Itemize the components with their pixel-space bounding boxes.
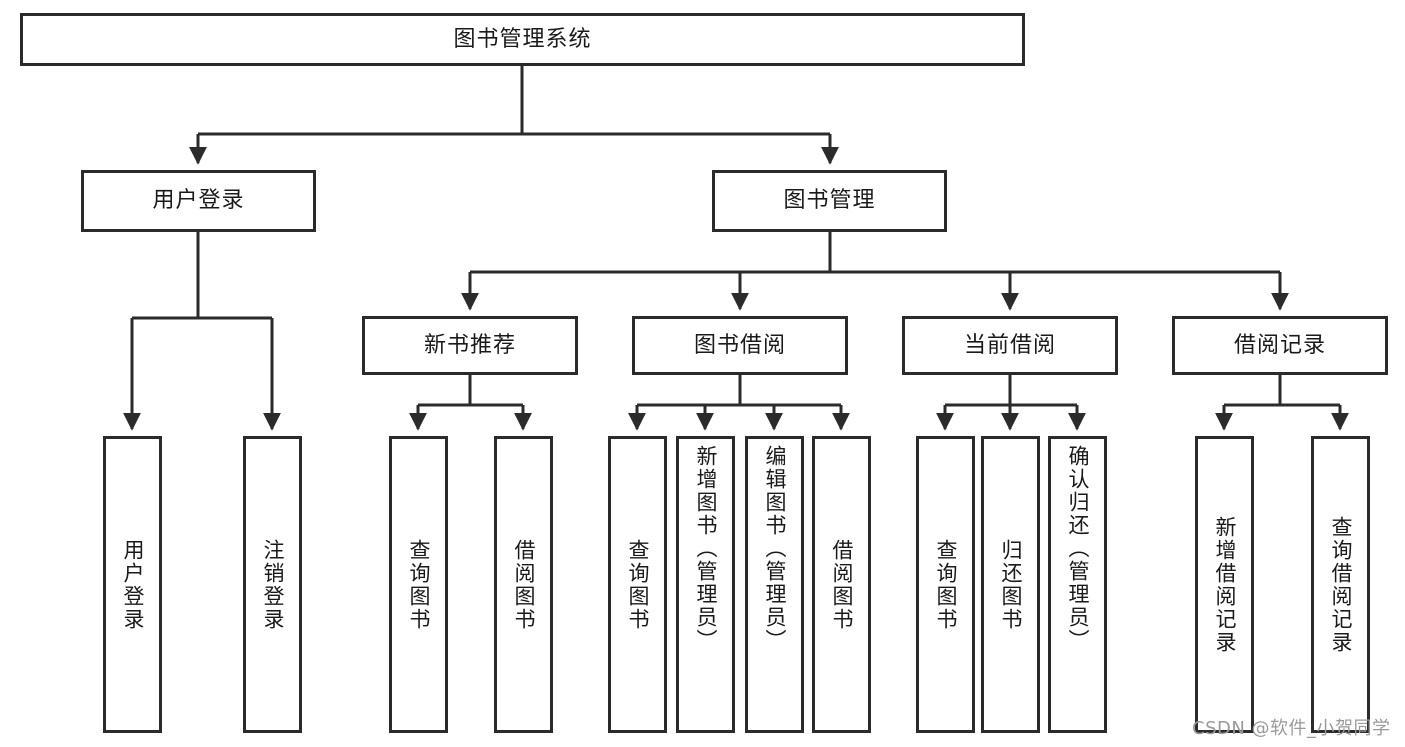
leaf-borrow-book-1[interactable]: 借阅图书 (494, 436, 553, 733)
leaf-user-logout-label: 注销登录 (261, 538, 285, 631)
node-book-manage[interactable]: 图书管理 (712, 170, 947, 232)
node-book-manage-label: 图书管理 (783, 188, 876, 214)
leaf-query-book-3[interactable]: 查询图书 (916, 436, 975, 733)
leaf-query-book-1-label: 查询图书 (407, 538, 431, 631)
leaf-edit-book-label: 编辑图书（管理员） (763, 445, 787, 652)
csdn-watermark: CSDN @软件_小贺同学 (1192, 718, 1391, 739)
leaf-query-record-label: 查询借阅记录 (1329, 515, 1353, 654)
leaf-borrow-book-2-label: 借阅图书 (830, 538, 854, 631)
leaf-query-book-2-label: 查询图书 (626, 538, 650, 631)
node-current-borrow[interactable]: 当前借阅 (902, 316, 1118, 375)
node-root[interactable]: 图书管理系统 (20, 13, 1025, 66)
leaf-borrow-book-2[interactable]: 借阅图书 (812, 436, 871, 733)
leaf-add-record[interactable]: 新增借阅记录 (1195, 436, 1254, 733)
leaf-confirm-return[interactable]: 确认归还（管理员） (1048, 436, 1107, 733)
leaf-query-record[interactable]: 查询借阅记录 (1311, 436, 1370, 733)
node-borrow-record[interactable]: 借阅记录 (1172, 316, 1388, 375)
node-user-login-label: 用户登录 (152, 188, 245, 214)
leaf-return-book[interactable]: 归还图书 (981, 436, 1040, 733)
leaf-user-login-label: 用户登录 (121, 538, 145, 631)
leaf-add-book[interactable]: 新增图书（管理员） (676, 436, 735, 733)
node-borrow-record-label: 借阅记录 (1233, 332, 1326, 358)
node-book-borrow[interactable]: 图书借阅 (632, 316, 848, 375)
leaf-borrow-book-1-label: 借阅图书 (512, 538, 536, 631)
node-new-book-recommend-label: 新书推荐 (423, 332, 516, 358)
leaf-add-record-label: 新增借阅记录 (1213, 515, 1237, 654)
leaf-confirm-return-label: 确认归还（管理员） (1066, 445, 1090, 652)
leaf-return-book-label: 归还图书 (999, 538, 1023, 631)
leaf-query-book-3-label: 查询图书 (934, 538, 958, 631)
node-book-borrow-label: 图书借阅 (693, 332, 786, 358)
node-new-book-recommend[interactable]: 新书推荐 (362, 316, 578, 375)
leaf-user-login[interactable]: 用户登录 (103, 436, 162, 733)
node-root-label: 图书管理系统 (453, 26, 592, 52)
node-user-login[interactable]: 用户登录 (81, 170, 316, 232)
leaf-query-book-1[interactable]: 查询图书 (389, 436, 448, 733)
leaf-user-logout[interactable]: 注销登录 (243, 436, 302, 733)
leaf-query-book-2[interactable]: 查询图书 (608, 436, 667, 733)
leaf-add-book-label: 新增图书（管理员） (694, 445, 718, 652)
leaf-edit-book[interactable]: 编辑图书（管理员） (745, 436, 804, 733)
node-current-borrow-label: 当前借阅 (963, 332, 1056, 358)
